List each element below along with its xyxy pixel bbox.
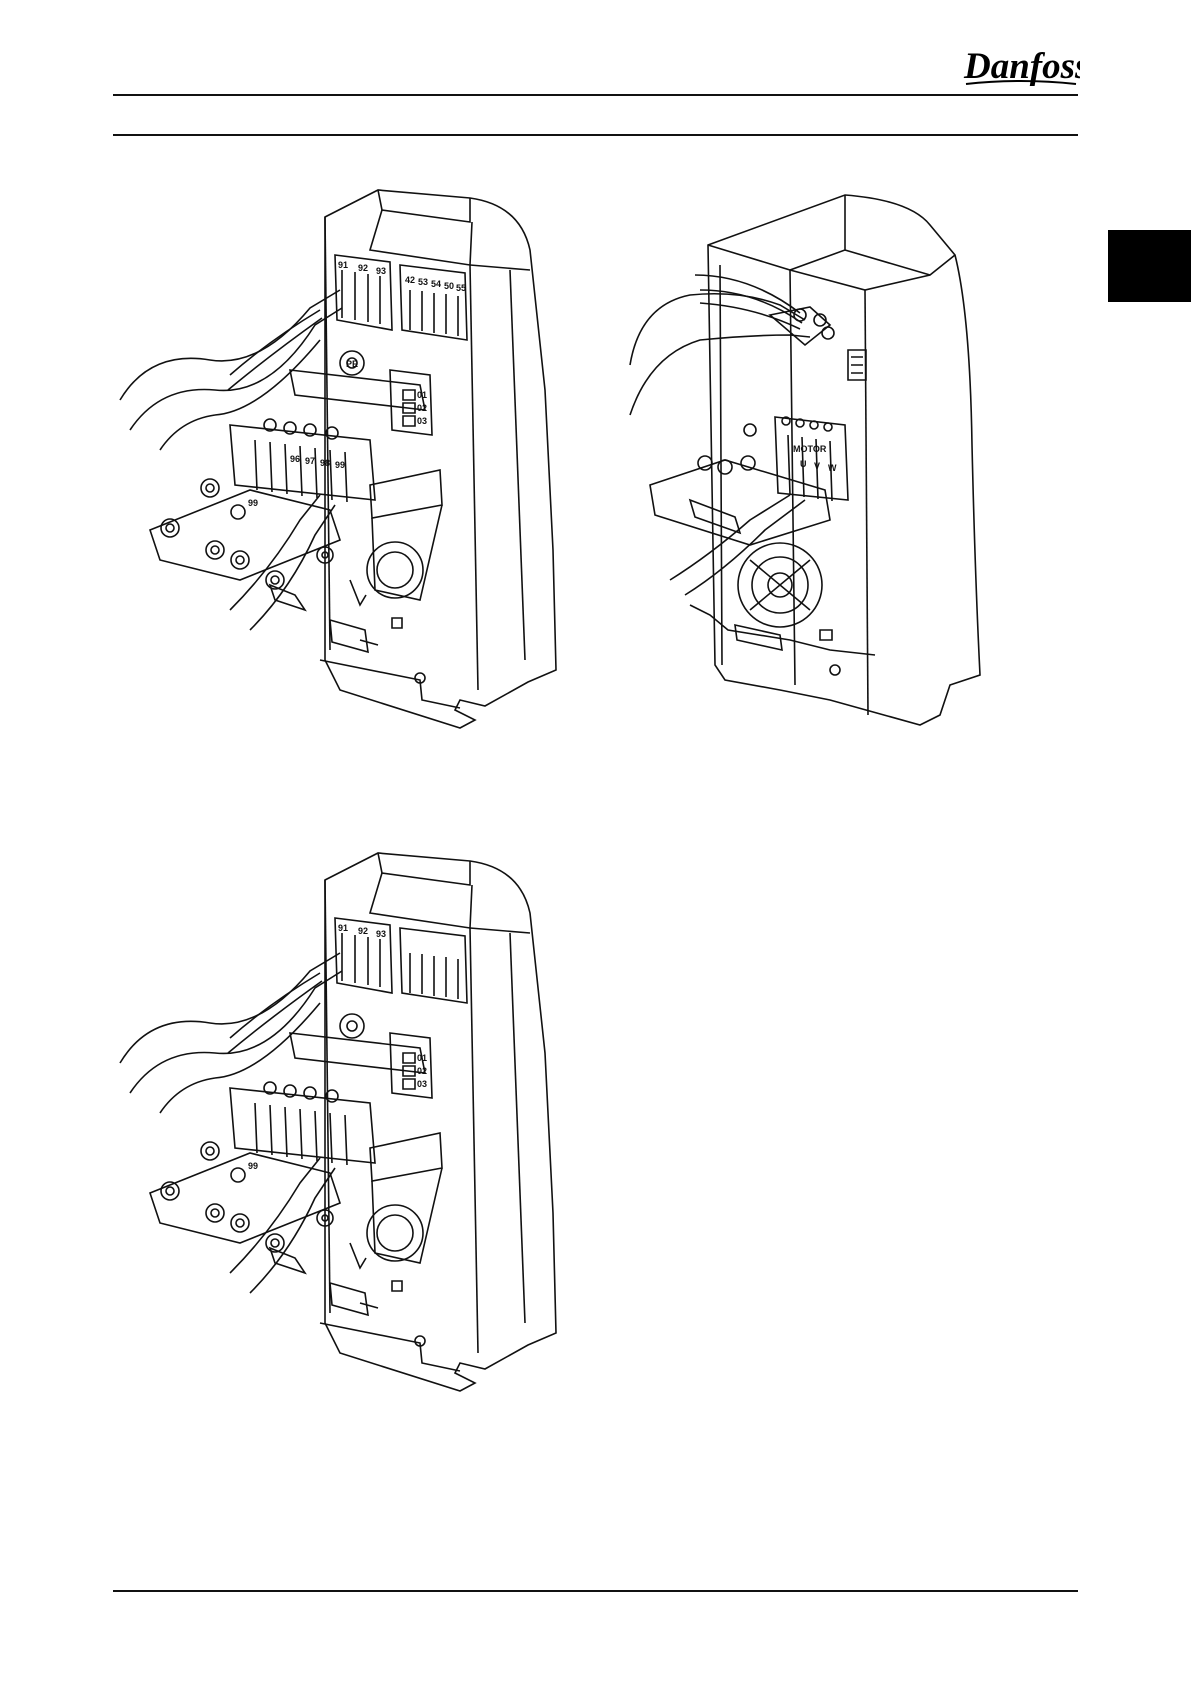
fig1-ctrl-53: 53 [418,277,428,287]
fig1-term-93: 93 [376,266,386,276]
fig3-relay-03: 03 [417,1079,427,1089]
fig1-term-92: 92 [358,263,368,273]
earth-symbol [231,505,245,519]
fig2-term-w: W [828,463,837,473]
fig1-relay-02: 02 [417,403,427,413]
chapter-tab [1108,230,1191,302]
fig3-term-93: 93 [376,929,386,939]
fig1-relay-01: 01 [417,390,427,400]
clamp-plate [150,490,340,580]
fig3-term-91: 91 [338,923,348,933]
fig1-ctrl-54: 54 [431,279,441,289]
fig2-term-u: U [800,459,807,469]
fig1-term-98: 98 [320,458,330,468]
fig1-ctrl-50: 50 [444,281,454,291]
fig2-motor-label: MOTOR [793,444,827,454]
motor-terminal-block [775,417,848,500]
header-rule-bottom [113,134,1078,136]
figure-1-svg: 91 92 93 42 53 54 50 55 PE 01 02 03 96 9… [120,190,560,750]
header-rule-top [113,94,1078,96]
fig3-term-92: 92 [358,926,368,936]
fig1-term-91: 91 [338,260,348,270]
fan [367,542,423,598]
fig1-ctrl-42: 42 [405,275,415,285]
fig1-pe-label: PE [346,359,358,369]
fig3-relay-02: 02 [417,1066,427,1076]
footer-rule [113,1590,1078,1592]
fig3-earth-99: 99 [248,1161,258,1171]
figure-2-wiring-drawing: MOTOR U V W [630,195,1040,740]
fan [367,1205,423,1261]
fig2-term-v: V [814,461,820,471]
figure-2-svg: MOTOR U V W [630,195,1040,740]
fig1-term-96: 96 [290,454,300,464]
danfoss-logo: Danfoss [960,44,1080,90]
figure-3-wiring-drawing: 91 92 93 01 02 03 99 [120,853,560,1413]
figure-3-svg: 91 92 93 01 02 03 99 [120,853,560,1413]
figure-1-wiring-drawing: 91 92 93 42 53 54 50 55 PE 01 02 03 96 9… [120,190,560,750]
fig1-earth-99: 99 [248,498,258,508]
mains-cable [120,953,340,1063]
housing-outline [708,195,980,725]
fig1-term-97: 97 [305,456,315,466]
fig1-term-99: 99 [335,460,345,470]
fig3-relay-01: 01 [417,1053,427,1063]
fig1-relay-03: 03 [417,416,427,426]
clamp-plate [150,1153,340,1243]
fig1-ctrl-55: 55 [456,283,466,293]
mains-cable [120,290,340,400]
